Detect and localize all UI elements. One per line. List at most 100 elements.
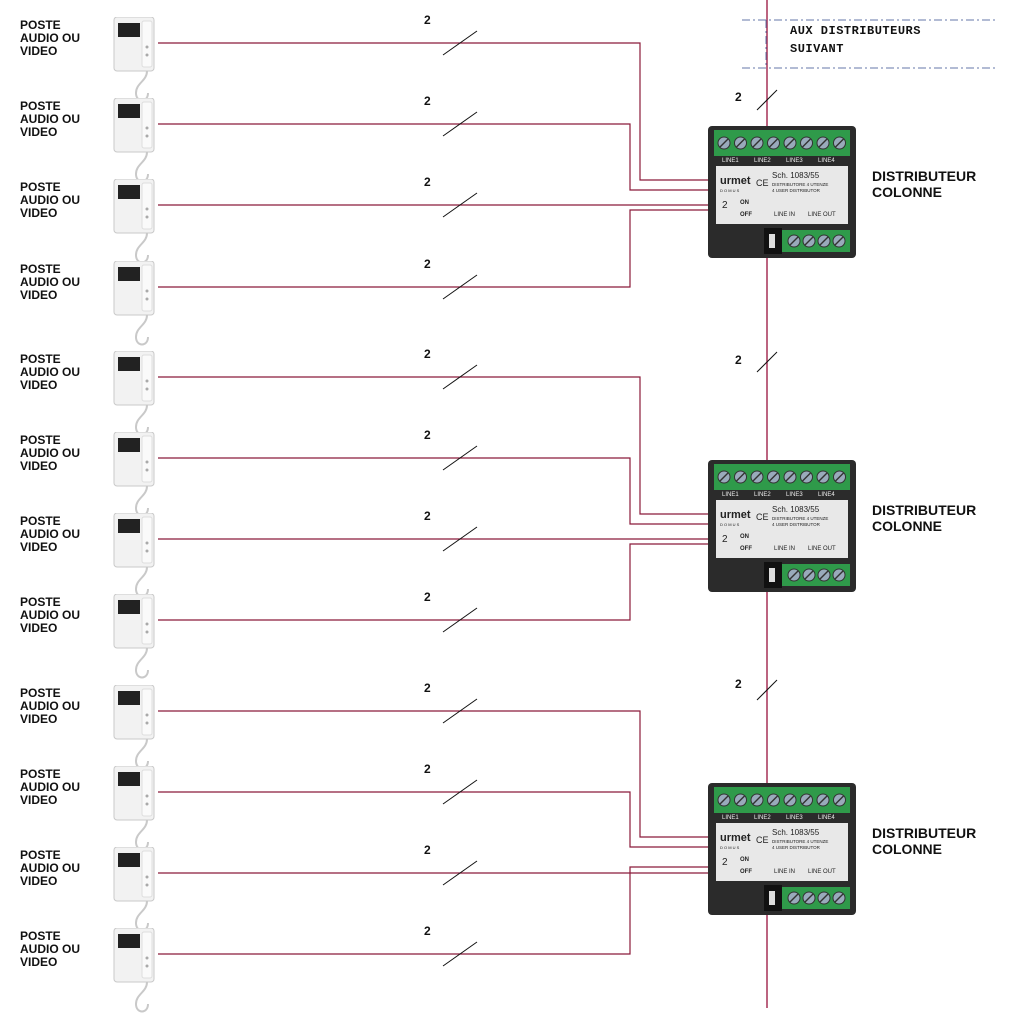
wire-count: 2: [424, 681, 431, 695]
station-wire: [158, 42, 710, 181]
distributor-text: LINE4: [818, 815, 835, 821]
distributor-label: DISTRIBUTEUR COLONNE: [872, 825, 977, 857]
distributor-label: DISTRIBUTEUR COLONNE: [872, 168, 977, 200]
distributor-text: Sch. 1083/55: [772, 505, 820, 514]
distributor-text: CE: [756, 835, 769, 845]
distributor-text: D O M U S: [720, 522, 740, 527]
trunk-wire-count: 2: [735, 353, 742, 367]
distributor-text: LINE4: [818, 158, 835, 164]
station-wire: [158, 376, 710, 515]
aux-label-line1: AUX DISTRIBUTEURS: [790, 24, 921, 38]
trunk-wire-count: 2: [735, 90, 742, 104]
wire-slash: [442, 607, 478, 633]
intercom-station-icon: [113, 847, 155, 932]
wire-slash: [442, 526, 478, 552]
distributor-text: LINE IN: [774, 212, 795, 218]
intercom-station-icon: [113, 928, 155, 1013]
station-wire: [158, 866, 710, 955]
station-wire: [158, 791, 710, 848]
distributor-text: Sch. 1083/55: [772, 171, 820, 180]
distributor-text: LINE3: [786, 158, 803, 164]
distributor-text: LINE1: [722, 815, 739, 821]
distributor-text: LINE IN: [774, 869, 795, 875]
distributor-text: 2: [722, 534, 728, 545]
distributor-text: D O M U S: [720, 845, 740, 850]
wire-slash: [442, 274, 478, 300]
distributor-text: CE: [756, 178, 769, 188]
wire-slash: [442, 364, 478, 390]
intercom-station-icon: [113, 432, 155, 517]
station-wire: [158, 543, 710, 621]
intercom-station-icon: [113, 685, 155, 770]
station-label: POSTE AUDIO OU VIDEO: [20, 595, 80, 635]
distributor-text: urmet: [720, 509, 751, 521]
station-label: POSTE AUDIO OU VIDEO: [20, 433, 80, 473]
wire-slash: [442, 779, 478, 805]
wire-count: 2: [424, 590, 431, 604]
distributor-text: LINE OUT: [808, 869, 836, 875]
distributor-text: OFF: [740, 212, 752, 218]
distributor-text: OFF: [740, 869, 752, 875]
intercom-station-icon: [113, 98, 155, 183]
distributor-text: LINE2: [754, 158, 771, 164]
intercom-station-icon: [113, 351, 155, 436]
wire-count: 2: [424, 924, 431, 938]
station-label: POSTE AUDIO OU VIDEO: [20, 514, 80, 554]
distributor-text: urmet: [720, 832, 751, 844]
distributor-text: LINE1: [722, 492, 739, 498]
station-label: POSTE AUDIO OU VIDEO: [20, 352, 80, 392]
wire-slash: [442, 698, 478, 724]
wire-count: 2: [424, 762, 431, 776]
station-wire: [158, 710, 710, 838]
station-label: POSTE AUDIO OU VIDEO: [20, 18, 80, 58]
station-label: POSTE AUDIO OU VIDEO: [20, 686, 80, 726]
wire-count: 2: [424, 509, 431, 523]
distributor-text: LINE2: [754, 492, 771, 498]
station-wire: [158, 123, 710, 191]
intercom-station-icon: [113, 594, 155, 679]
distributor-text: LINE3: [786, 492, 803, 498]
distributor-text: DISTRIBUTORE 4 UTENZE: [772, 516, 828, 521]
station-label: POSTE AUDIO OU VIDEO: [20, 262, 80, 302]
distributor-text: 4 USER DISTRIBUTOR: [772, 188, 821, 193]
distributor-text: LINE2: [754, 815, 771, 821]
distributor-text: urmet: [720, 175, 751, 187]
wire-count: 2: [424, 428, 431, 442]
distributor-text: LINE IN: [774, 546, 795, 552]
distributor-text: OFF: [740, 546, 752, 552]
distributor-text: LINE3: [786, 815, 803, 821]
intercom-station-icon: [113, 766, 155, 851]
wire-slash: [442, 445, 478, 471]
wire-slash: [442, 941, 478, 967]
distributor-text: LINE OUT: [808, 212, 836, 218]
aux-distributors-label: AUX DISTRIBUTEURS SUIVANT: [790, 22, 921, 58]
distributor-text: DISTRIBUTORE 4 UTENZE: [772, 839, 828, 844]
trunk-wire-slash: [756, 679, 778, 701]
wire-count: 2: [424, 13, 431, 27]
station-label: POSTE AUDIO OU VIDEO: [20, 848, 80, 888]
intercom-station-icon: [113, 179, 155, 264]
station-wire: [158, 457, 710, 525]
wire-count: 2: [424, 175, 431, 189]
station-label: POSTE AUDIO OU VIDEO: [20, 180, 80, 220]
wire-count: 2: [424, 94, 431, 108]
distributor-text: 2: [722, 200, 728, 211]
intercom-station-icon: [113, 513, 155, 598]
wire-count: 2: [424, 257, 431, 271]
trunk-wire-count: 2: [735, 677, 742, 691]
trunk-wire-slash: [756, 89, 778, 111]
distributor-text: 4 USER DISTRIBUTOR: [772, 845, 821, 850]
distributor-label: DISTRIBUTEUR COLONNE: [872, 502, 977, 534]
distributor-text: CE: [756, 512, 769, 522]
station-label: POSTE AUDIO OU VIDEO: [20, 929, 80, 969]
aux-label-line2: SUIVANT: [790, 42, 844, 56]
distributor-text: DISTRIBUTORE 4 UTENZE: [772, 182, 828, 187]
intercom-station-icon: [113, 17, 155, 102]
distributor-text: 2: [722, 857, 728, 868]
wire-slash: [442, 860, 478, 886]
distributor-text: D O M U S: [720, 188, 740, 193]
